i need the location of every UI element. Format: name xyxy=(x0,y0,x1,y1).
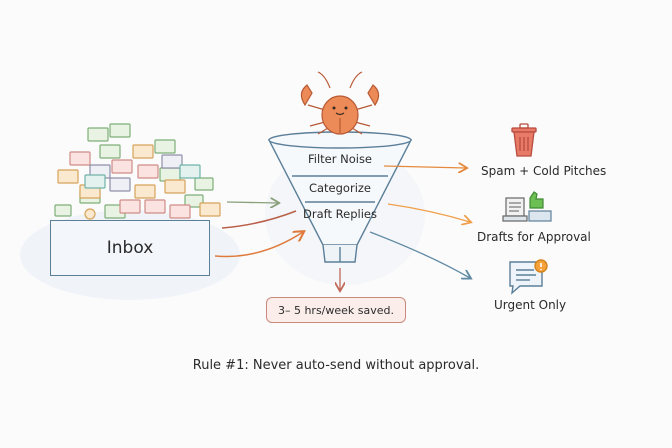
output-label-spam: Spam + Cold Pitches xyxy=(481,164,607,178)
arrow-to-spam xyxy=(383,166,466,168)
chat-alert-icon xyxy=(509,259,548,295)
inbox-box: Inbox xyxy=(50,220,210,276)
arrow-to-urgent xyxy=(369,231,470,278)
arrow-inbox-funnel-3 xyxy=(214,232,303,258)
funnel-stage-draft-replies: Draft Replies xyxy=(303,207,377,221)
savings-badge: 3– 5 hrs/week saved. xyxy=(266,297,406,323)
document-thumbs-up-icon xyxy=(502,191,552,222)
funnel-stage-filter-noise: Filter Noise xyxy=(307,152,373,166)
inbox-label: Inbox xyxy=(106,238,154,258)
arrow-inbox-funnel-1 xyxy=(226,202,278,203)
output-label-urgent: Urgent Only xyxy=(494,298,567,312)
trash-icon xyxy=(511,123,537,157)
arrow-to-drafts xyxy=(387,203,470,222)
output-label-drafts: Drafts for Approval xyxy=(477,230,591,244)
crab-icon xyxy=(300,71,380,135)
arrow-inbox-funnel-2 xyxy=(221,210,297,229)
savings-label: 3– 5 hrs/week saved. xyxy=(277,303,395,317)
envelope-pile-icon xyxy=(54,123,221,220)
rule-caption: Rule #1: Never auto-send without approva… xyxy=(192,358,480,373)
funnel-stage-categorize: Categorize xyxy=(308,181,372,195)
